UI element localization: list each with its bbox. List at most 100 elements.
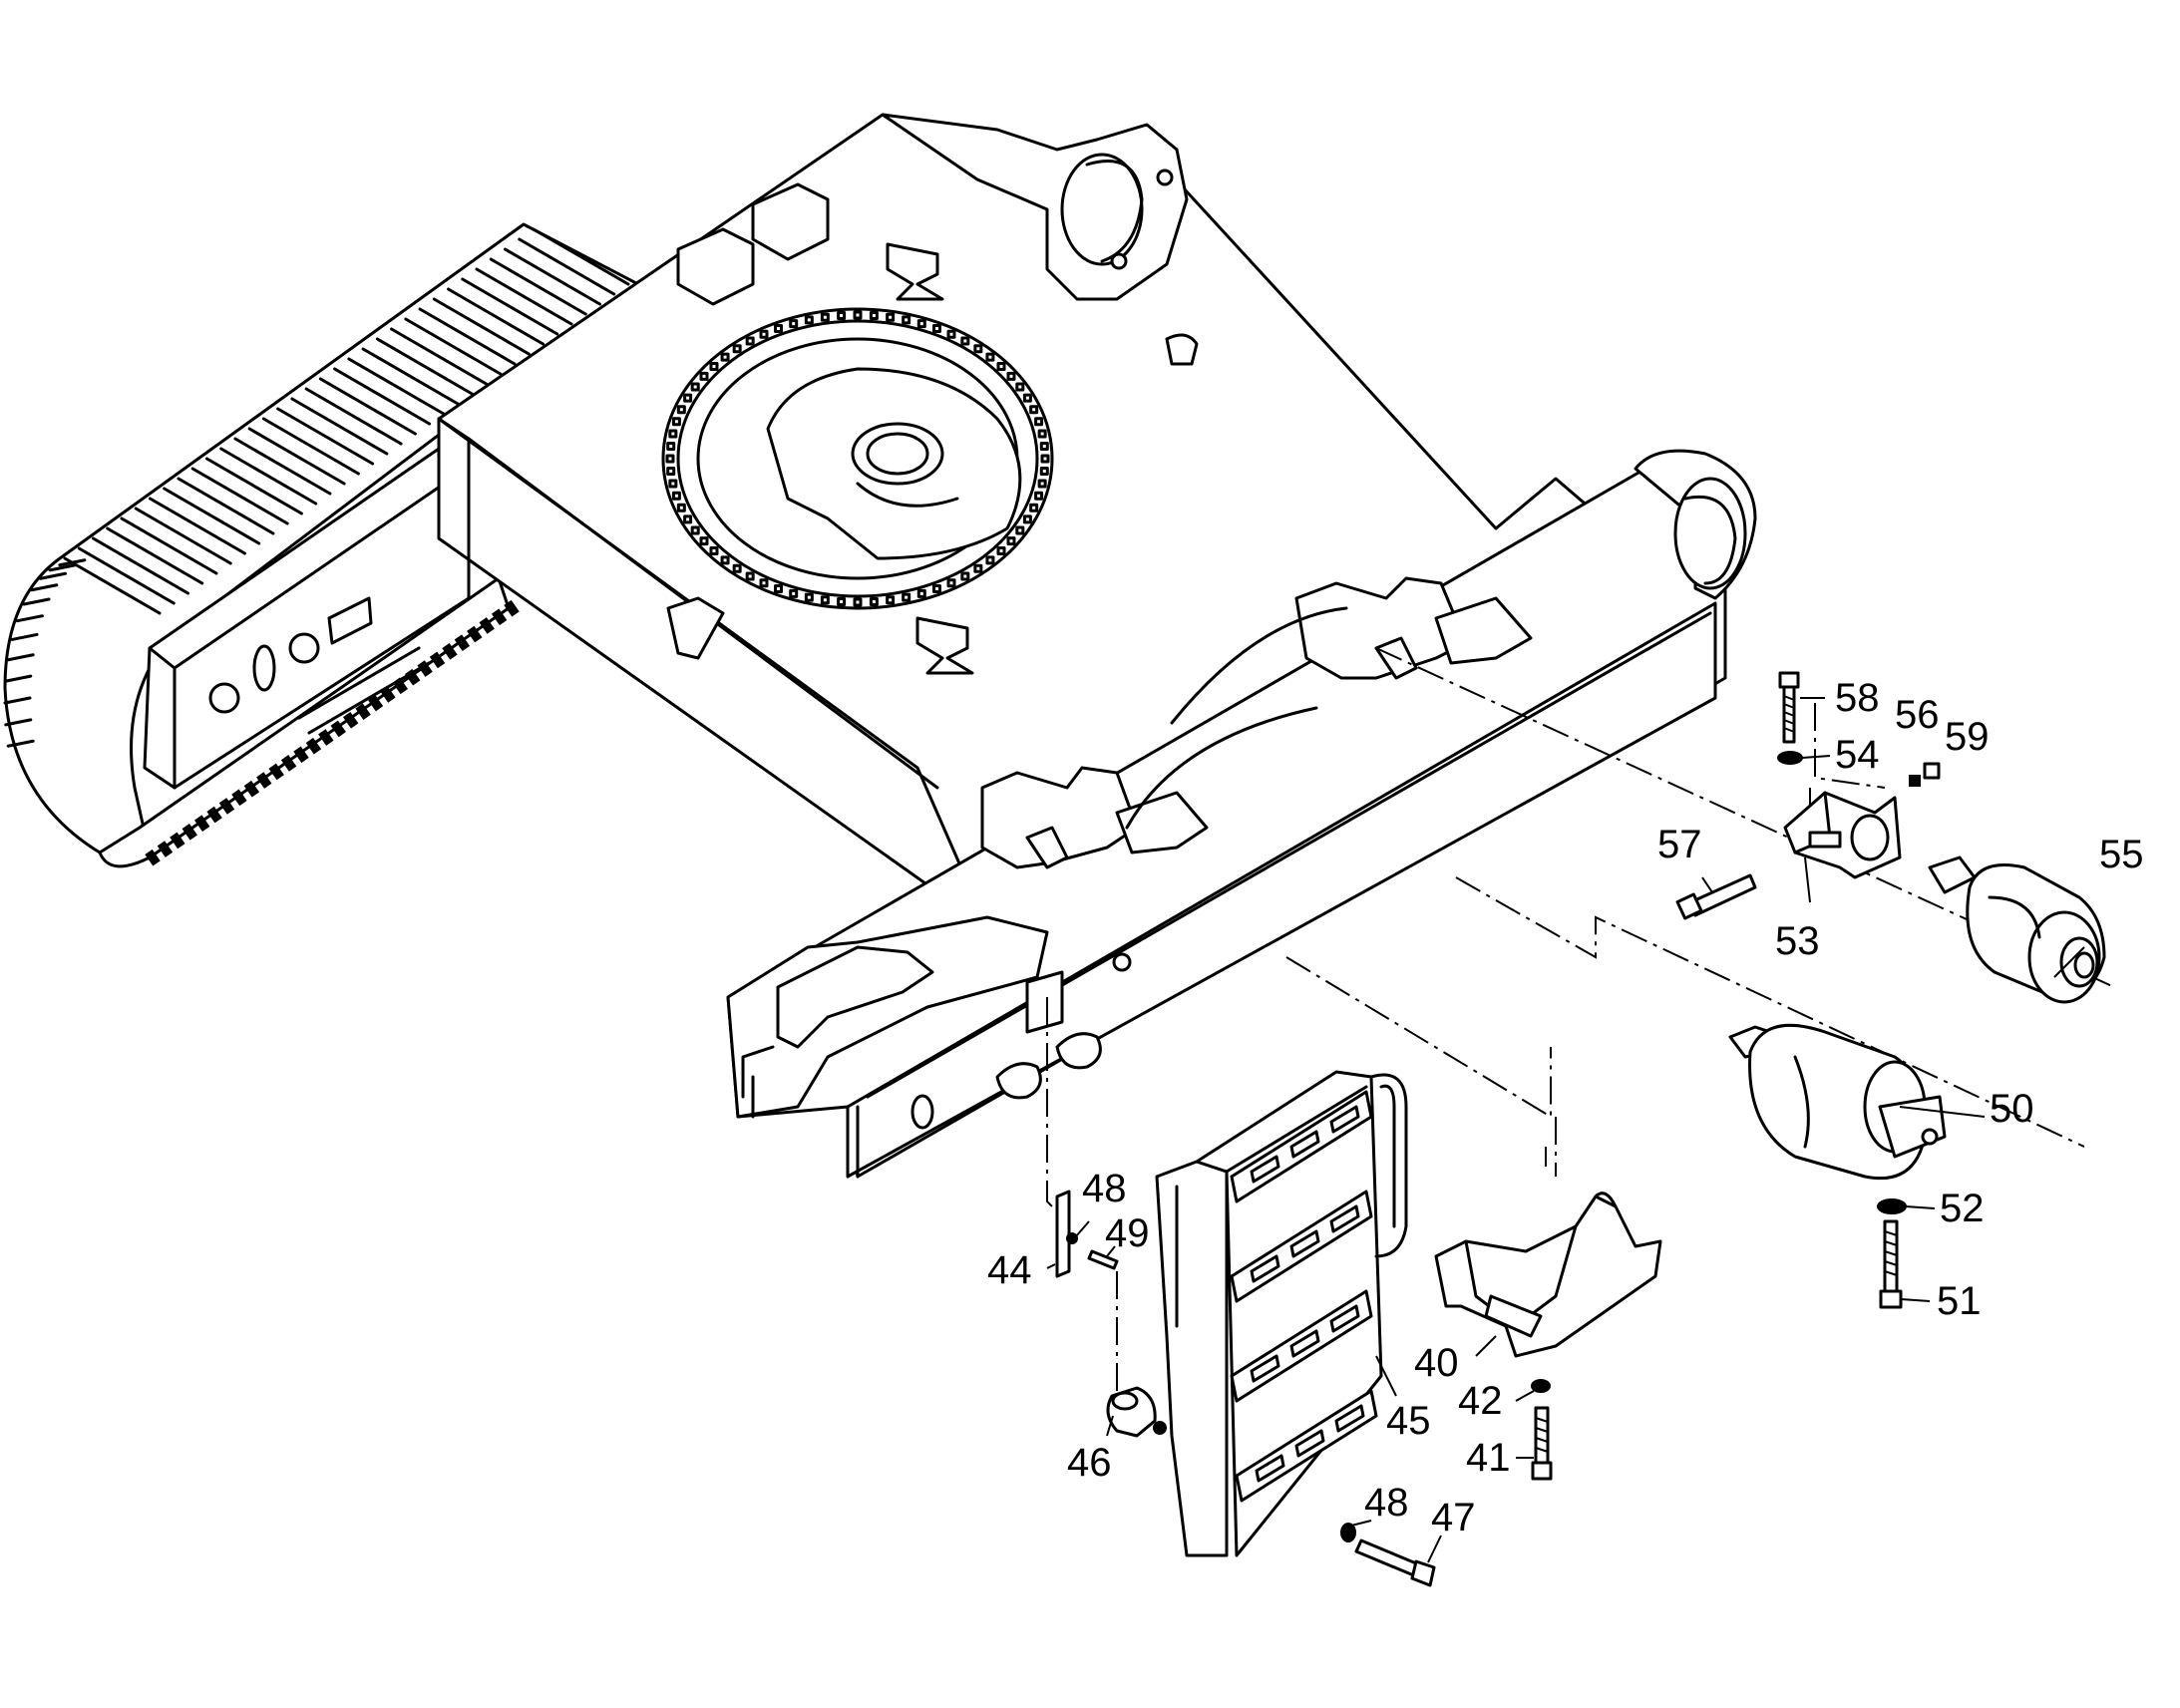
track-bottom-teeth [145,599,520,866]
bearing-tooth [985,352,995,362]
track-tooth [367,694,384,712]
track-tooth [256,772,272,789]
track-tread [276,407,375,466]
track-tooth [342,711,359,729]
track-tooth [442,642,458,660]
track-tread [418,307,517,366]
callout-55: 54 [1835,733,1880,777]
track-tooth [170,832,185,850]
lower-roller-50 [1728,1023,1947,1181]
bearing-tooth [960,571,970,581]
leader-lines [1046,697,2085,1563]
washer-52 [1877,1198,1907,1214]
track-tread [22,597,51,606]
bearing-tooth [683,393,693,403]
track-tread [6,653,35,662]
track-tread [30,583,59,592]
bearing-tooth [820,595,830,605]
bearing-tooth [853,597,863,607]
bearing-tooth [671,417,681,427]
bolt-49 [1087,1249,1119,1270]
callout-41: 41 [1466,1436,1511,1480]
track-tread [134,507,232,565]
callout-40: 40 [1414,1341,1459,1385]
track-tread [3,696,32,705]
track-tread [333,367,432,426]
track-tread [290,397,389,456]
left-track-frame [143,447,471,790]
step-slot [1294,1429,1325,1458]
upper-roller-assembly [1675,671,2106,1004]
track-tread [204,457,303,515]
callout-44: 44 [987,1248,1032,1292]
callout-48-upper: 48 [1082,1167,1127,1210]
step-slot [1334,1404,1365,1433]
track-tread [347,357,446,416]
step-slot [1250,1155,1280,1184]
bearing-tooth [683,514,693,524]
bearing-tooth [985,555,995,565]
bearing-tooth [886,595,896,605]
callout-42: 42 [1458,1379,1503,1423]
bearing-tooth [902,592,911,602]
callout-52: 52 [1940,1187,1985,1230]
track-tooth [318,729,334,746]
bearing-tooth [869,311,879,321]
step-slot [1250,1254,1280,1283]
right-track-frame [726,449,1757,1179]
bearing-tooth [1039,441,1049,451]
track-tooth [429,651,446,669]
track-tread [261,417,360,476]
bearing-tooth [665,454,675,464]
callout-labels: 58 56 59 54 57 55 53 50 52 51 48 49 44 4… [987,676,2144,1539]
mounting-bracket-40 [1434,1192,1662,1358]
bearing-tooth [671,491,681,501]
bearing-tooth [745,336,755,346]
bearing-tooth [946,329,956,339]
callout-48-lower: 48 [1364,1481,1409,1525]
track-tread [504,247,602,306]
track-tread [4,718,33,727]
bolt-41 [1531,1406,1553,1481]
track-tooth [145,849,161,866]
track-tread [148,497,246,555]
track-tread [38,571,67,580]
bearing-tooth [668,479,678,489]
track-tread [163,487,261,545]
bearing-tooth [789,319,799,329]
nut-58 [1909,775,1921,787]
step-slot [1255,1454,1285,1483]
track-tooth [293,746,309,764]
track-tread [190,467,289,525]
bearing-tooth [820,312,830,322]
bearing-tooth [916,319,926,329]
track-tooth [218,798,235,815]
bolt-57 [1675,873,1757,920]
track-tread [4,674,33,683]
callout-50: 50 [1990,1087,2034,1131]
bearing-tooth [720,352,730,362]
bearing-tooth [1022,514,1032,524]
callout-46: 46 [1067,1441,1112,1485]
track-tread [63,556,162,615]
track-tooth [491,608,508,626]
bearing-tooth [1034,491,1044,501]
washer-42 [1531,1379,1551,1393]
lower-roller-assembly [1728,1023,1947,1309]
step-slot [1289,1329,1320,1358]
bearing-tooth [931,323,941,333]
bearing-tooth [1037,479,1047,489]
washer-48-lower [1153,1421,1167,1435]
track-tooth [479,617,495,634]
callout-49: 49 [1105,1211,1150,1255]
bearing-tooth [1015,525,1025,535]
track-tread [518,237,616,296]
track-tread [10,632,39,641]
track-tread [318,377,417,436]
callout-53: 53 [1775,919,1820,963]
track-tread [177,477,275,535]
track-tread [120,516,218,575]
bearing-tooth [666,467,676,477]
callout-59: 59 [1945,715,1990,759]
